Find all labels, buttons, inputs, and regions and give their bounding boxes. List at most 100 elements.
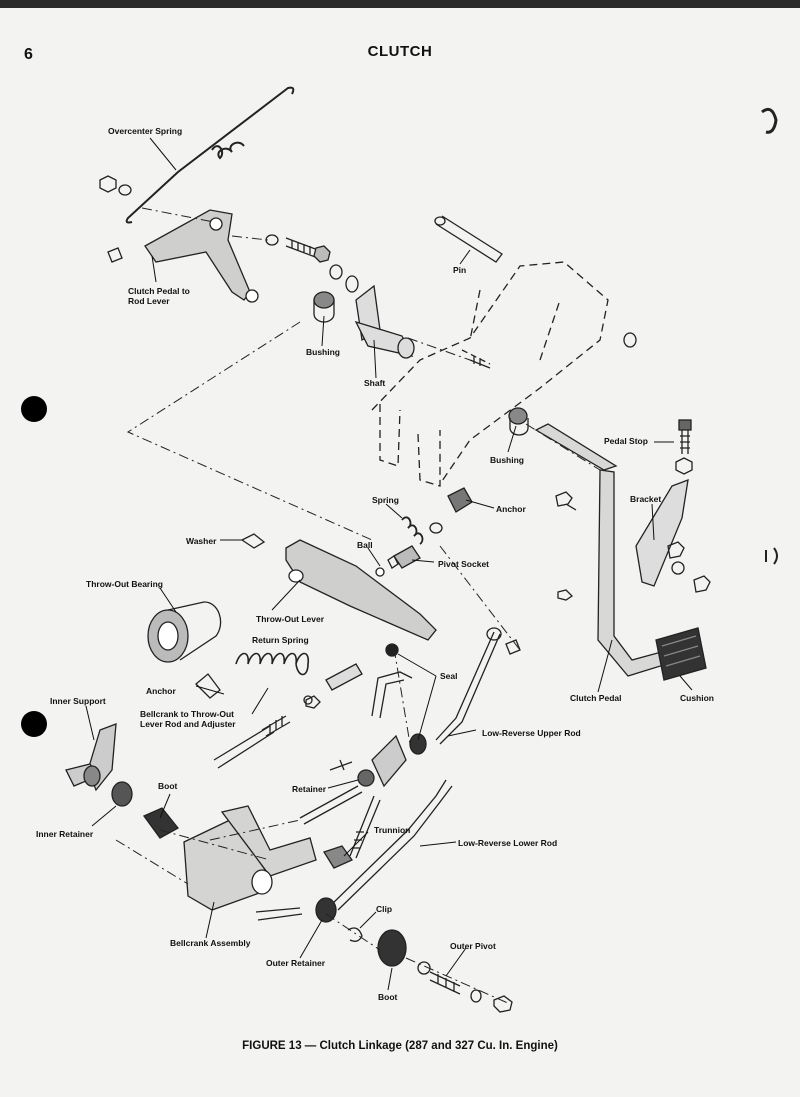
boot-part	[377, 929, 407, 967]
label-spring: Spring	[372, 495, 399, 505]
binder-hole-top	[21, 396, 47, 422]
throw-out-lever-part	[285, 539, 437, 641]
label-retainer: Retainer	[292, 784, 327, 794]
label-ball: Ball	[357, 540, 373, 550]
binder-hole-bottom	[21, 711, 47, 737]
leader-lines	[85, 137, 693, 991]
washer-part	[118, 184, 132, 196]
frame-bracket-part	[371, 261, 609, 487]
bellcrank-rod-part	[213, 663, 363, 769]
cushion-part	[655, 627, 707, 681]
bolt-part	[285, 237, 319, 259]
clip-part	[505, 639, 521, 655]
label-bellcrank-assembly: Bellcrank Assembly	[170, 938, 251, 948]
label-trunnion: Trunnion	[374, 825, 411, 835]
label-seal: Seal	[440, 671, 458, 681]
nut-part	[667, 541, 685, 559]
boot-part	[143, 807, 179, 839]
label-washer: Washer	[186, 536, 217, 546]
washer-part	[329, 264, 343, 280]
inner-support-part	[65, 723, 117, 792]
assembly-lines	[115, 207, 601, 1005]
label-throw-out-lever: Throw-Out Lever	[256, 614, 325, 624]
pivot-socket-part	[387, 545, 421, 569]
bellcrank-assembly-part	[183, 805, 317, 911]
label-clutch-pedal: Clutch Pedal	[570, 693, 622, 703]
label-low-reverse-upper-rod: Low-Reverse Upper Rod	[482, 728, 581, 738]
bolt-part	[329, 759, 353, 771]
scan-mark-mid	[765, 547, 778, 565]
label-anchor-left: Anchor	[146, 686, 176, 696]
rod-part	[299, 785, 363, 825]
label-clutch-pedal-to-rod-lever: Clutch Pedal to Rod Lever	[128, 286, 190, 306]
anchor-part	[447, 487, 473, 513]
retainer-part	[357, 734, 407, 788]
ball-part	[375, 567, 385, 577]
washer-part	[623, 332, 637, 348]
label-bracket: Bracket	[630, 494, 662, 504]
low-reverse-upper-rod-part	[435, 631, 501, 745]
label-outer-retainer: Outer Retainer	[266, 958, 326, 968]
low-reverse-lower-rod-part	[329, 779, 453, 911]
threaded-rod-part	[349, 795, 381, 859]
washer-part	[470, 989, 482, 1003]
clip-part	[347, 927, 363, 942]
label-boot-bottom: Boot	[378, 992, 398, 1002]
label-bellcrank-rod-adjuster: Bellcrank to Throw-Out Lever Rod and Adj…	[140, 709, 236, 729]
label-inner-support: Inner Support	[50, 696, 106, 706]
washer-part	[240, 533, 266, 549]
label-outer-pivot: Outer Pivot	[450, 941, 496, 951]
pin-part	[434, 215, 503, 263]
label-pedal-stop: Pedal Stop	[604, 436, 648, 446]
label-shaft: Shaft	[364, 378, 386, 388]
nut-part	[493, 995, 513, 1013]
seal-part	[409, 733, 427, 755]
label-overcenter-spring: Overcenter Spring	[108, 126, 183, 136]
figure-caption: FIGURE 13 — Clutch Linkage (287 and 327 …	[242, 1040, 558, 1052]
bolt-part	[555, 491, 577, 511]
trunnion-part	[323, 845, 353, 869]
label-inner-retainer: Inner Retainer	[36, 829, 94, 839]
label-bushing-top: Bushing	[306, 347, 340, 357]
bracket-part	[635, 478, 689, 587]
shaft-part	[354, 284, 415, 359]
label-low-reverse-lower-rod: Low-Reverse Lower Rod	[458, 838, 558, 848]
scan-mark-top	[761, 107, 778, 134]
section-title: CLUTCH	[367, 43, 433, 60]
page-number: 6	[24, 46, 33, 63]
washer-part	[265, 234, 279, 246]
label-clip: Clip	[376, 904, 393, 914]
inner-retainer-part	[111, 781, 133, 807]
seal-part	[385, 643, 399, 657]
washer-part	[671, 561, 685, 575]
clip-part	[107, 247, 123, 263]
scan-edge	[0, 0, 800, 8]
return-spring-part	[235, 652, 310, 676]
label-boot-top: Boot	[158, 781, 178, 791]
label-cushion: Cushion	[680, 693, 714, 703]
upper-rod-bend-part	[371, 671, 413, 719]
spring-part	[401, 516, 424, 545]
overcenter-spring-part	[125, 86, 295, 224]
washer-part	[429, 522, 443, 534]
throw-out-bearing-part	[147, 601, 222, 663]
outer-pivot-part	[417, 961, 461, 995]
nut-part	[99, 175, 117, 193]
label-pivot-socket: Pivot Socket	[438, 559, 490, 569]
washer-part	[345, 275, 359, 293]
bolt-part	[469, 356, 491, 369]
pedal-stop-part	[675, 419, 693, 475]
anchor-part	[195, 673, 221, 699]
label-anchor-top: Anchor	[496, 504, 526, 514]
label-pin: Pin	[453, 265, 467, 275]
rod-lever-part	[144, 209, 259, 303]
bushing-part	[508, 407, 529, 436]
outer-retainer-part	[315, 897, 337, 923]
label-throw-out-bearing: Throw-Out Bearing	[86, 579, 163, 589]
label-bushing-right: Bushing	[490, 455, 524, 465]
label-return-spring: Return Spring	[252, 635, 309, 645]
rod-part	[255, 907, 303, 921]
nut-part	[693, 575, 711, 593]
